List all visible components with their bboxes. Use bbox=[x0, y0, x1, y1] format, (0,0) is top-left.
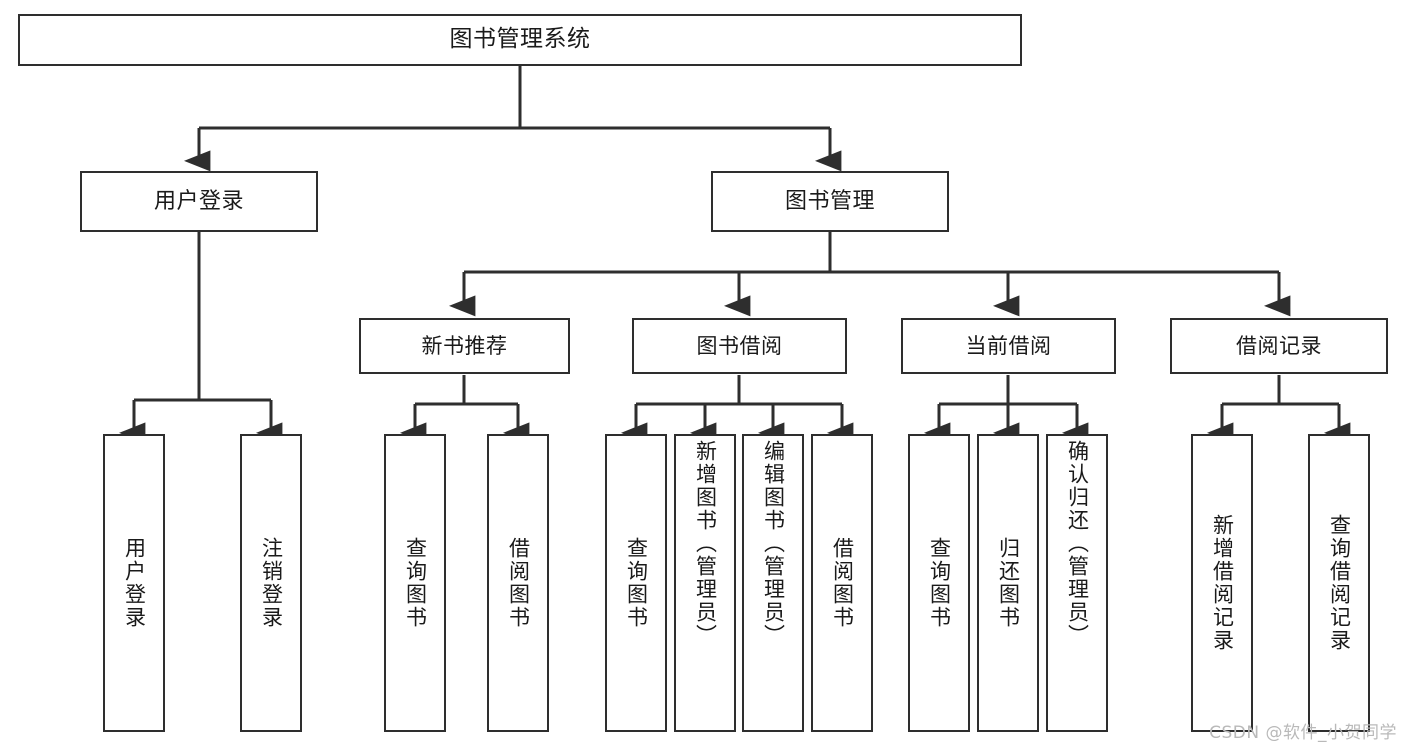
leaf-borrow-book[interactable]: 借阅图书 bbox=[811, 434, 873, 732]
leaf-confirm-return-admin-label: 确认归还（管理员） bbox=[1065, 440, 1090, 647]
leaf-return-book-label: 归还图书 bbox=[996, 537, 1021, 629]
leaf-borrow-book-recommend-label: 借阅图书 bbox=[506, 537, 531, 629]
leaf-query-book-borrow[interactable]: 查询图书 bbox=[605, 434, 667, 732]
leaf-query-book-current-label: 查询图书 bbox=[927, 537, 952, 629]
leaf-return-book[interactable]: 归还图书 bbox=[977, 434, 1039, 732]
leaf-edit-book-admin[interactable]: 编辑图书（管理员） bbox=[742, 434, 804, 732]
leaf-logout-label: 注销登录 bbox=[259, 537, 284, 629]
leaf-user-login-label: 用户登录 bbox=[122, 537, 147, 629]
node-root[interactable]: 图书管理系统 bbox=[18, 14, 1022, 66]
node-new-book-recommend-label: 新书推荐 bbox=[421, 333, 508, 358]
node-new-book-recommend[interactable]: 新书推荐 bbox=[359, 318, 570, 374]
node-user-login[interactable]: 用户登录 bbox=[80, 171, 318, 232]
node-book-management[interactable]: 图书管理 bbox=[711, 171, 949, 232]
leaf-query-borrow-record[interactable]: 查询借阅记录 bbox=[1308, 434, 1370, 732]
leaf-query-book-borrow-label: 查询图书 bbox=[624, 537, 649, 629]
leaf-add-borrow-record[interactable]: 新增借阅记录 bbox=[1191, 434, 1253, 732]
leaf-query-borrow-record-label: 查询借阅记录 bbox=[1327, 514, 1352, 652]
leaf-add-book-admin[interactable]: 新增图书（管理员） bbox=[674, 434, 736, 732]
node-user-login-label: 用户登录 bbox=[153, 188, 244, 214]
leaf-add-borrow-record-label: 新增借阅记录 bbox=[1210, 514, 1235, 652]
node-book-borrow-label: 图书借阅 bbox=[696, 333, 783, 358]
leaf-confirm-return-admin[interactable]: 确认归还（管理员） bbox=[1046, 434, 1108, 732]
leaf-add-book-admin-label: 新增图书（管理员） bbox=[693, 440, 718, 647]
leaf-borrow-book-label: 借阅图书 bbox=[830, 537, 855, 629]
leaf-logout[interactable]: 注销登录 bbox=[240, 434, 302, 732]
node-borrow-record-label: 借阅记录 bbox=[1236, 333, 1322, 358]
node-book-borrow[interactable]: 图书借阅 bbox=[632, 318, 847, 374]
leaf-borrow-book-recommend[interactable]: 借阅图书 bbox=[487, 434, 549, 732]
leaf-query-book-recommend[interactable]: 查询图书 bbox=[384, 434, 446, 732]
watermark-text: CSDN @软件_小贺同学 bbox=[1209, 723, 1397, 743]
node-book-management-label: 图书管理 bbox=[784, 188, 875, 214]
node-current-borrow-label: 当前借阅 bbox=[965, 333, 1052, 358]
node-borrow-record[interactable]: 借阅记录 bbox=[1170, 318, 1388, 374]
node-root-label: 图书管理系统 bbox=[449, 26, 591, 53]
leaf-user-login[interactable]: 用户登录 bbox=[103, 434, 165, 732]
leaf-edit-book-admin-label: 编辑图书（管理员） bbox=[761, 440, 786, 647]
leaf-query-book-current[interactable]: 查询图书 bbox=[908, 434, 970, 732]
leaf-query-book-recommend-label: 查询图书 bbox=[403, 537, 428, 629]
node-current-borrow[interactable]: 当前借阅 bbox=[901, 318, 1116, 374]
